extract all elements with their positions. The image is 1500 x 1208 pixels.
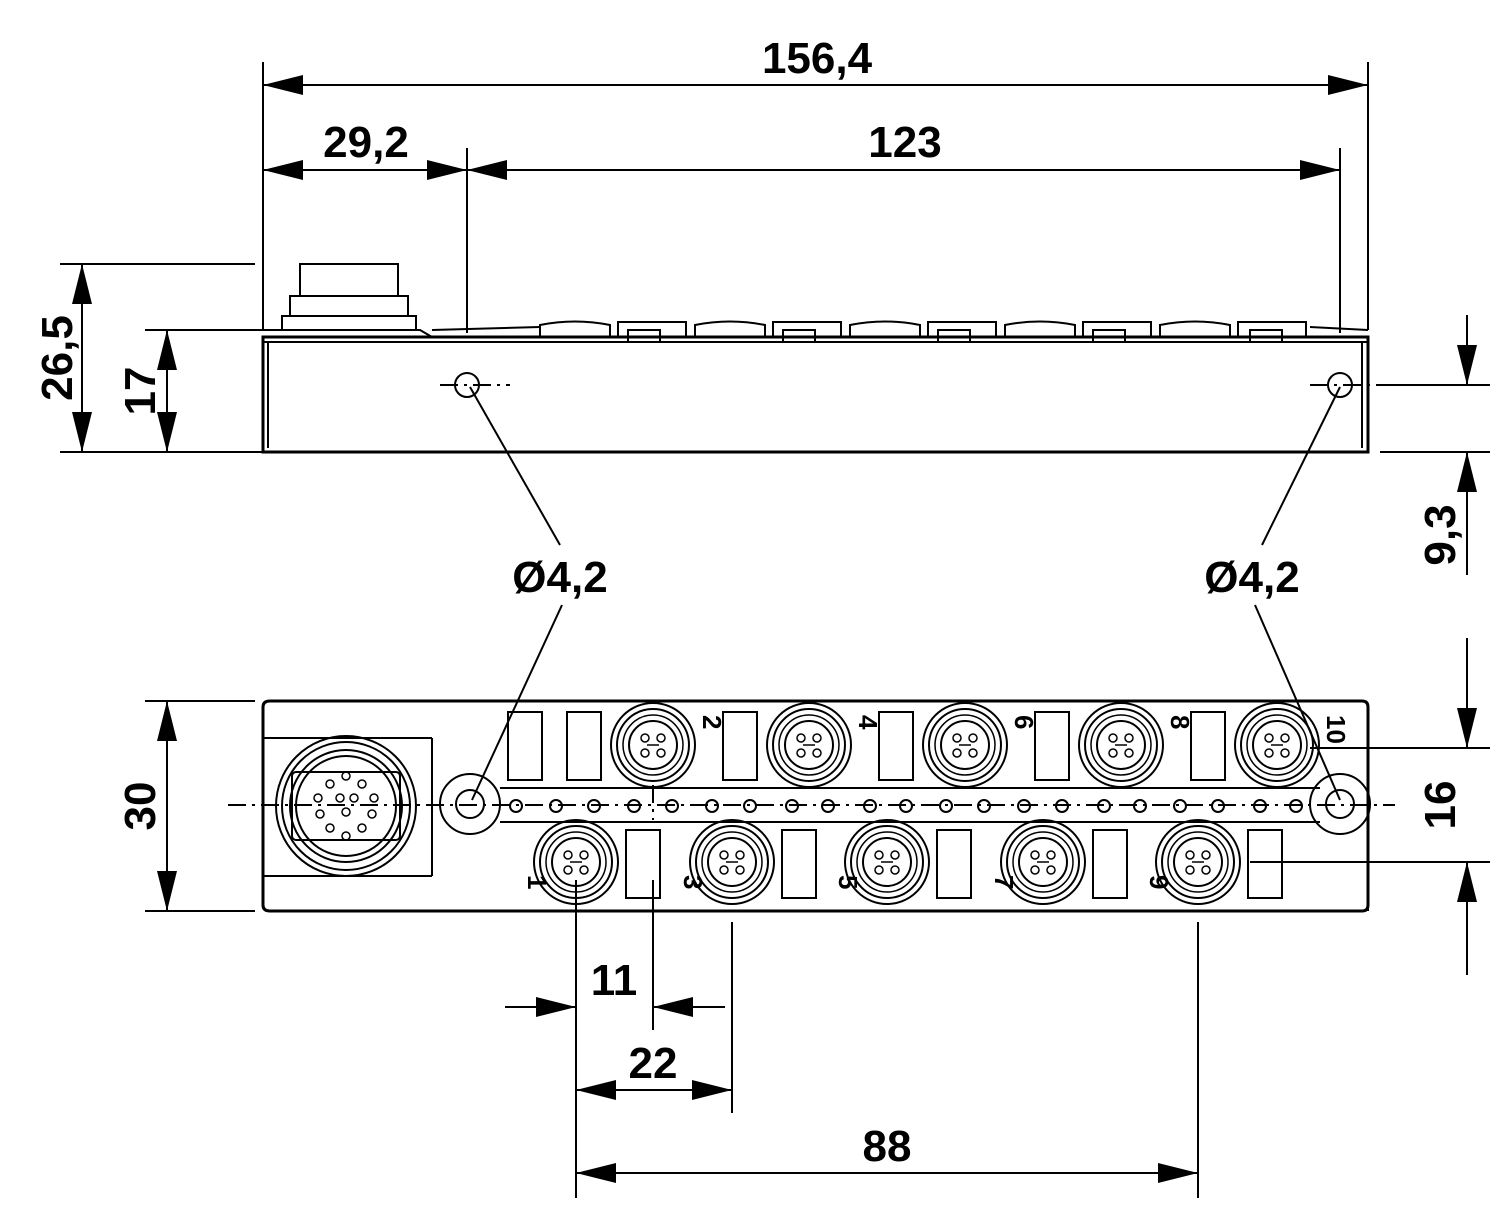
port-bottom-5 [844,819,930,905]
port-number-label: 6 [1009,715,1039,729]
side-view [261,263,1380,454]
dim-hole-diameter-left: Ø4,2 [512,553,607,602]
label-field [1092,829,1128,899]
port-number-label: 3 [678,875,708,889]
top-view-body [261,699,1370,913]
label-field [936,829,972,899]
label-field [781,829,817,899]
dim-port-pitch: 22 [629,1039,678,1088]
port-number-label: 5 [833,875,863,889]
port-number-label: 10 [1321,715,1351,744]
port-number-label: 7 [989,875,1019,889]
dim-port-offset: 11 [591,956,638,1005]
port-number-label: 8 [1165,715,1195,729]
dim-port-span: 88 [863,1122,912,1171]
main-connector-pins [313,771,379,841]
dimension-labels: 156,4 29,2 123 26,5 17 9,3 Ø4,2 Ø4,2 30 … [33,34,1465,1171]
dim-hole-diameter-right: Ø4,2 [1204,553,1299,602]
dim-hole-spacing: 123 [868,118,941,167]
dim-hole-height: 9,3 [1416,504,1465,565]
port-top-6 [922,702,1008,788]
side-view-body [261,335,1370,454]
dim-width: 30 [116,782,165,831]
port-top-8 [1078,702,1164,788]
bottom-port-row: 1 3 5 7 9 [522,819,1283,905]
port-number-label: 9 [1144,875,1174,889]
label-field [566,711,602,781]
label-field [1034,711,1070,781]
top-port-row: 2 4 6 8 10 [507,702,1351,788]
label-field [507,711,543,781]
label-field [878,711,914,781]
label-field [1190,711,1226,781]
main-connector-side [281,263,417,331]
top-view: 2 4 6 8 10 1 3 5 7 9 [228,699,1395,913]
port-top-10 [1234,702,1320,788]
port-bottom-7 [1000,819,1086,905]
dim-overall-length: 156,4 [762,34,873,83]
port-profiles-side [539,320,1307,343]
port-top-2 [610,702,696,788]
port-bottom-9 [1155,819,1241,905]
dim-left-offset: 29,2 [323,118,409,167]
port-number-label: 1 [522,875,552,889]
dimension-lines [60,62,1490,1198]
label-field [625,829,661,899]
led [939,799,953,813]
port-number-label: 2 [697,715,727,729]
label-field [1247,829,1283,899]
dim-hole-row-offset: 16 [1416,781,1465,830]
label-field [722,711,758,781]
port-number-label: 4 [853,715,883,730]
port-bottom-3 [689,819,775,905]
dim-body-height: 17 [116,367,165,416]
dim-overall-height: 26,5 [33,315,82,401]
port-top-4 [766,702,852,788]
led [1173,799,1187,813]
